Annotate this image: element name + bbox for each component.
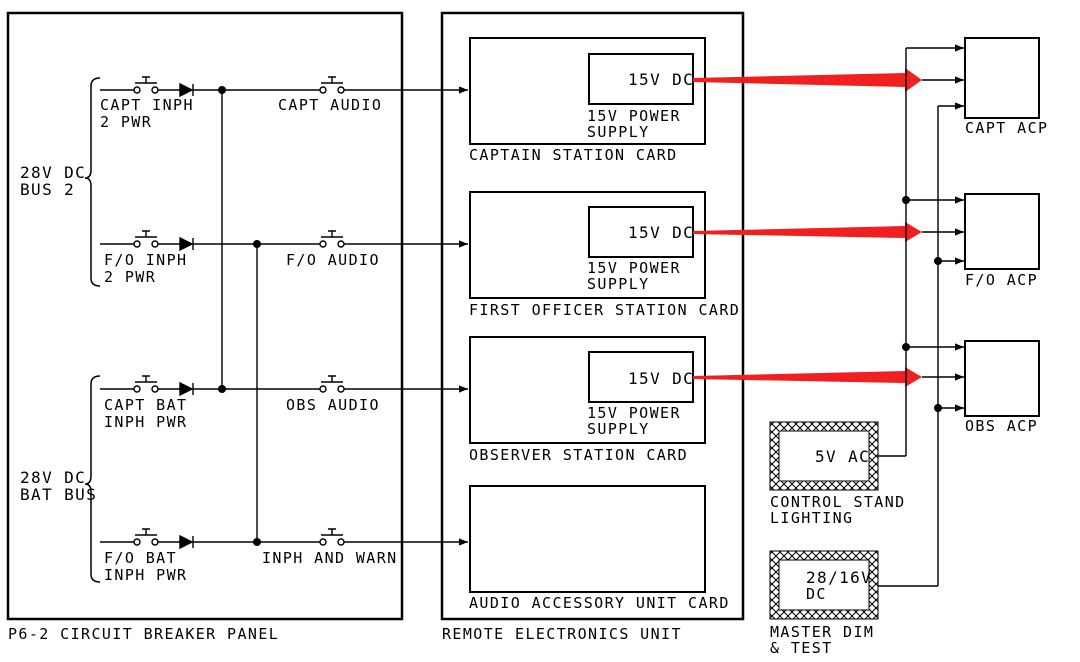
accessory-card-label: AUDIO ACCESSORY UNIT CARD: [469, 594, 730, 612]
fo-inph-label-line1: F/O INPH: [104, 251, 187, 269]
fo-bat-label-line2: INPH PWR: [104, 566, 187, 584]
bat-bus-label-line2: BAT BUS: [20, 485, 97, 504]
fo-inph-breaker-row: [100, 230, 468, 252]
bus2-label-line1: 28V DC: [20, 163, 86, 182]
observer-ps-voltage: 15V DC: [628, 369, 694, 388]
observer-card-label: OBSERVER STATION CARD: [469, 446, 688, 464]
lighting-wiring: [878, 44, 964, 587]
fo-ps-label-line1: 15V POWER: [587, 259, 681, 277]
observer-ps-label-line1: 15V POWER: [587, 404, 681, 422]
junction-dot: [902, 196, 910, 204]
bus2-brace: [84, 77, 101, 287]
bus2-label-line2: BUS 2: [20, 180, 75, 199]
captain-station-card: [469, 37, 706, 145]
master-dim-inner: [778, 559, 870, 611]
bat-bus-brace: [84, 375, 101, 583]
obs-power-arrow: [693, 367, 922, 387]
fo-bat-label-line1: F/O BAT: [104, 549, 177, 567]
junction-dot: [902, 343, 910, 351]
control-stand-label-line1: CONTROL STAND: [770, 493, 906, 511]
fo-inph-label-line2: 2 PWR: [104, 268, 156, 286]
control-stand-voltage: 5V AC: [815, 447, 870, 466]
control-stand-inner: [778, 430, 870, 482]
master-dim-label-line1: MASTER DIM: [770, 623, 874, 641]
master-dim-label-line2: & TEST: [770, 639, 833, 657]
capt-inph-label-line1: CAPT INPH: [100, 96, 194, 114]
observer-station-card: [469, 336, 706, 444]
fo-ps-label-line2: SUPPLY: [587, 275, 650, 293]
fo-audio-label: F/O AUDIO: [286, 251, 380, 269]
reu-label: REMOTE ELECTRONICS UNIT: [442, 625, 682, 643]
fo-ps-voltage: 15V DC: [628, 223, 694, 242]
captain-ps-label-line1: 15V POWER: [587, 107, 681, 125]
capt-bat-breaker-row: [100, 375, 468, 397]
master-dim-voltage-line1: 28/16V: [806, 568, 872, 587]
fo-acp: [964, 193, 1040, 270]
inph-warn-label: INPH AND WARN: [262, 549, 398, 567]
audio-accessory-card: [469, 485, 706, 593]
capt-inph-breaker-row: [100, 76, 468, 98]
fo-acp-label: F/O ACP: [965, 271, 1038, 289]
captain-ps-label-line2: SUPPLY: [587, 123, 650, 141]
capt-bat-label-line2: INPH PWR: [104, 413, 187, 431]
fo-station-card: [469, 191, 706, 299]
capt-acp: [964, 37, 1040, 119]
capt-acp-label: CAPT ACP: [965, 119, 1048, 137]
obs-audio-label: OBS AUDIO: [286, 396, 380, 414]
fo-power-arrow: [693, 222, 922, 242]
circuit-breaker-panel: [6, 11, 404, 621]
junction-dot: [934, 257, 942, 265]
fo-bat-breaker-row: [100, 528, 468, 550]
bat-bus-label-line1: 28V DC: [20, 468, 86, 487]
fo-card-label: FIRST OFFICER STATION CARD: [469, 301, 740, 319]
capt-power-arrow: [693, 68, 922, 92]
capt-audio-label: CAPT AUDIO: [278, 96, 382, 114]
master-dim-voltage-line2: DC: [806, 585, 827, 603]
remote-electronics-unit: [440, 11, 745, 621]
captain-card-label: CAPTAIN STATION CARD: [469, 146, 678, 164]
captain-ps-voltage: 15V DC: [628, 70, 694, 89]
observer-ps-label-line2: SUPPLY: [587, 420, 650, 438]
obs-acp: [964, 340, 1040, 417]
capt-bat-label-line1: CAPT BAT: [104, 396, 187, 414]
obs-acp-label: OBS ACP: [965, 417, 1038, 435]
capt-inph-label-line2: 2 PWR: [100, 113, 152, 131]
control-stand-label-line2: LIGHTING: [770, 509, 853, 527]
junction-dot: [934, 404, 942, 412]
breaker-panel-label: P6-2 CIRCUIT BREAKER PANEL: [8, 625, 279, 643]
power-continuation-wires: [922, 76, 964, 381]
